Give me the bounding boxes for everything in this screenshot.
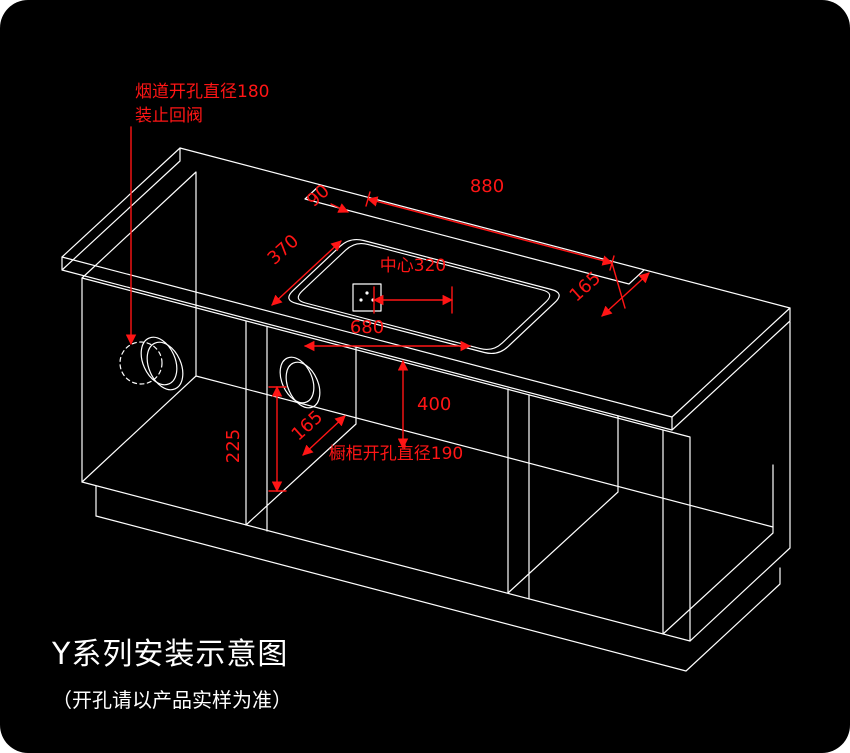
dim-880-line (366, 196, 614, 266)
diagram-note: （开孔请以产品实样为准） (52, 688, 292, 712)
diagram-title: Y系列安装示意图 (51, 637, 288, 672)
dim-680: 680 (350, 317, 384, 338)
dim-165-hole-line (302, 415, 346, 456)
partition-b (507, 388, 619, 600)
dim-370: 370 (264, 231, 304, 270)
cabinet-right-silhouette (689, 321, 791, 642)
partition-a (245, 320, 357, 532)
dim-90-arrow (330, 203, 349, 213)
interior-floor-back-edge (195, 375, 774, 528)
plinth (95, 485, 781, 672)
dim-225-ticks (268, 386, 287, 492)
dim-880: 880 (470, 176, 504, 197)
dim-center-ticks (373, 286, 453, 314)
flue-hole-left-panel (140, 336, 184, 391)
right-panel-inner-face (662, 429, 774, 635)
dim-225: 225 (223, 429, 244, 463)
dim-165-right-line (601, 272, 650, 317)
cabinet-front-face (81, 277, 691, 642)
flue-callout-line2: 装止回阀 (135, 106, 203, 126)
countertop-top-face (61, 147, 791, 418)
dim-400: 400 (417, 394, 451, 415)
callout-cabinet-hole: 橱柜开孔直径190 (329, 444, 463, 464)
dim-165-hole: 165 (288, 407, 328, 446)
dimension-annotations: 烟道开孔直径180 装止回阀 90 880 370 中心320 165 680 (125, 82, 650, 493)
footer: Y系列安装示意图 （开孔请以产品实样为准） (51, 637, 292, 712)
callout-center-320: 中心320 (380, 256, 446, 276)
dim-370-line (271, 240, 342, 306)
countertop-edge-band (61, 147, 791, 431)
dim-90: 90 (303, 180, 334, 211)
flue-hole-partition (279, 356, 321, 409)
control-box (352, 283, 382, 312)
dim-165-right: 165 (566, 268, 606, 307)
cabinet-left-face (81, 171, 197, 483)
flue-opening-dashed-circle (119, 341, 163, 385)
flue-callout-line1: 烟道开孔直径180 (135, 82, 269, 102)
